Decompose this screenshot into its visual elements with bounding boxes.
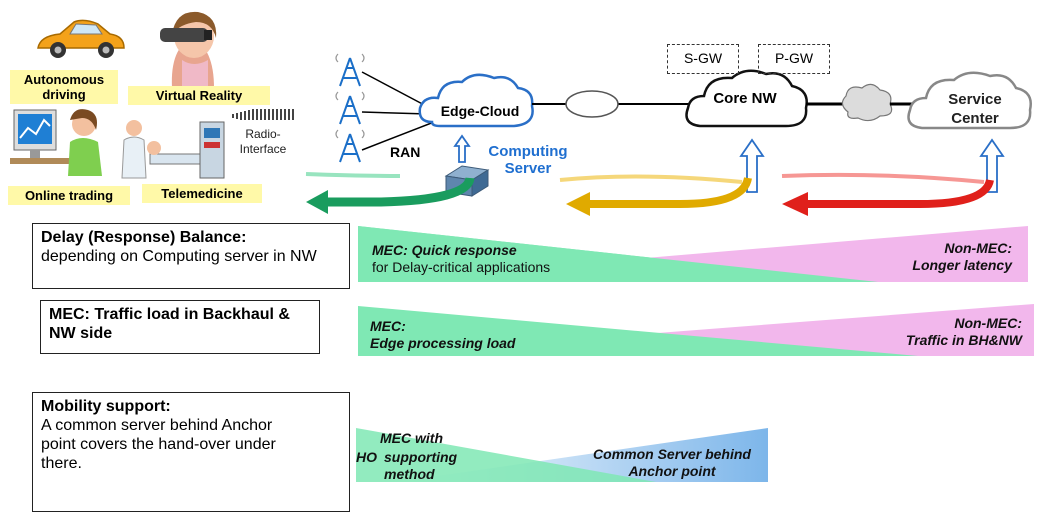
delay-balance-title: Delay (Response) Balance: <box>41 229 247 246</box>
up-arrow-icon <box>453 134 471 163</box>
mec-edge-load-text: MEC: Edge processing load <box>370 318 516 351</box>
telemedicine-icon <box>121 120 225 179</box>
up-arrow-icon <box>739 138 765 193</box>
core-nw-cloud-shape <box>685 69 808 128</box>
traffic-load-box: MEC: Traffic load in Backhaul & NW side <box>40 300 320 354</box>
online-trading-label: Online trading <box>8 186 130 205</box>
vr-headset-icon <box>160 11 217 88</box>
computing-server-label: Computing Server <box>488 143 568 177</box>
mobility-support-title: Mobility support: <box>41 398 171 415</box>
s-gw-box: S-GW <box>667 44 739 74</box>
virtual-reality-label: Virtual Reality <box>128 86 270 105</box>
ho-text: HO <box>356 449 377 465</box>
mobility-wedge-chart <box>356 428 768 482</box>
common-server-text: Common Server behind Anchor point <box>593 446 751 479</box>
edge-cloud-label: Edge-Cloud <box>440 103 520 119</box>
mobility-support-box: Mobility support: A common server behind… <box>32 392 350 512</box>
red-return-arrow <box>806 178 994 208</box>
radio-signal-icon <box>232 109 294 120</box>
traffic-load-title: MEC: Traffic load in Backhaul & NW side <box>49 306 290 342</box>
edge-cloud-shape <box>418 73 534 128</box>
radio-interface-label: Radio-Interface <box>239 127 287 156</box>
non-mec-traffic-text: Non-MEC: Traffic in BH&NW <box>905 315 1022 348</box>
green-return-arrow <box>322 176 475 207</box>
mec-ho-wedge <box>356 428 656 482</box>
autonomous-driving-label: Autonomous driving <box>10 70 118 104</box>
traffic-wedge-chart <box>358 304 1034 356</box>
service-center-cloud-shape <box>907 71 1032 130</box>
mec-with-text: MEC with <box>380 430 443 446</box>
up-arrow-icon <box>979 138 1005 193</box>
non-mec-latency-text: Non-MEC: Longer latency <box>912 240 1012 273</box>
mobility-support-body: A common server behind Anchor point cove… <box>41 417 276 472</box>
delay-wedge-chart <box>358 226 1028 282</box>
delay-balance-box: Delay (Response) Balance: depending on C… <box>32 223 350 289</box>
mec-traffic-wedge <box>358 306 918 356</box>
core-nw-label: Core NW <box>713 90 777 107</box>
antenna-icon <box>339 57 361 163</box>
car-icon <box>37 19 125 58</box>
p-gw-box: P-GW <box>758 44 830 74</box>
ran-label: RAN <box>390 144 421 160</box>
network-diagram <box>305 53 1032 216</box>
online-trading-icon <box>10 109 102 176</box>
telemedicine-label: Telemedicine <box>142 184 262 203</box>
delay-balance-body: depending on Computing server in NW <box>41 248 317 265</box>
mec-quick-response-text: MEC: Quick response for Delay-critical a… <box>372 242 551 275</box>
service-center-label: Service Center <box>948 91 1002 127</box>
yellow-return-arrow <box>588 176 752 208</box>
supporting-method-text: supporting method <box>384 449 458 482</box>
